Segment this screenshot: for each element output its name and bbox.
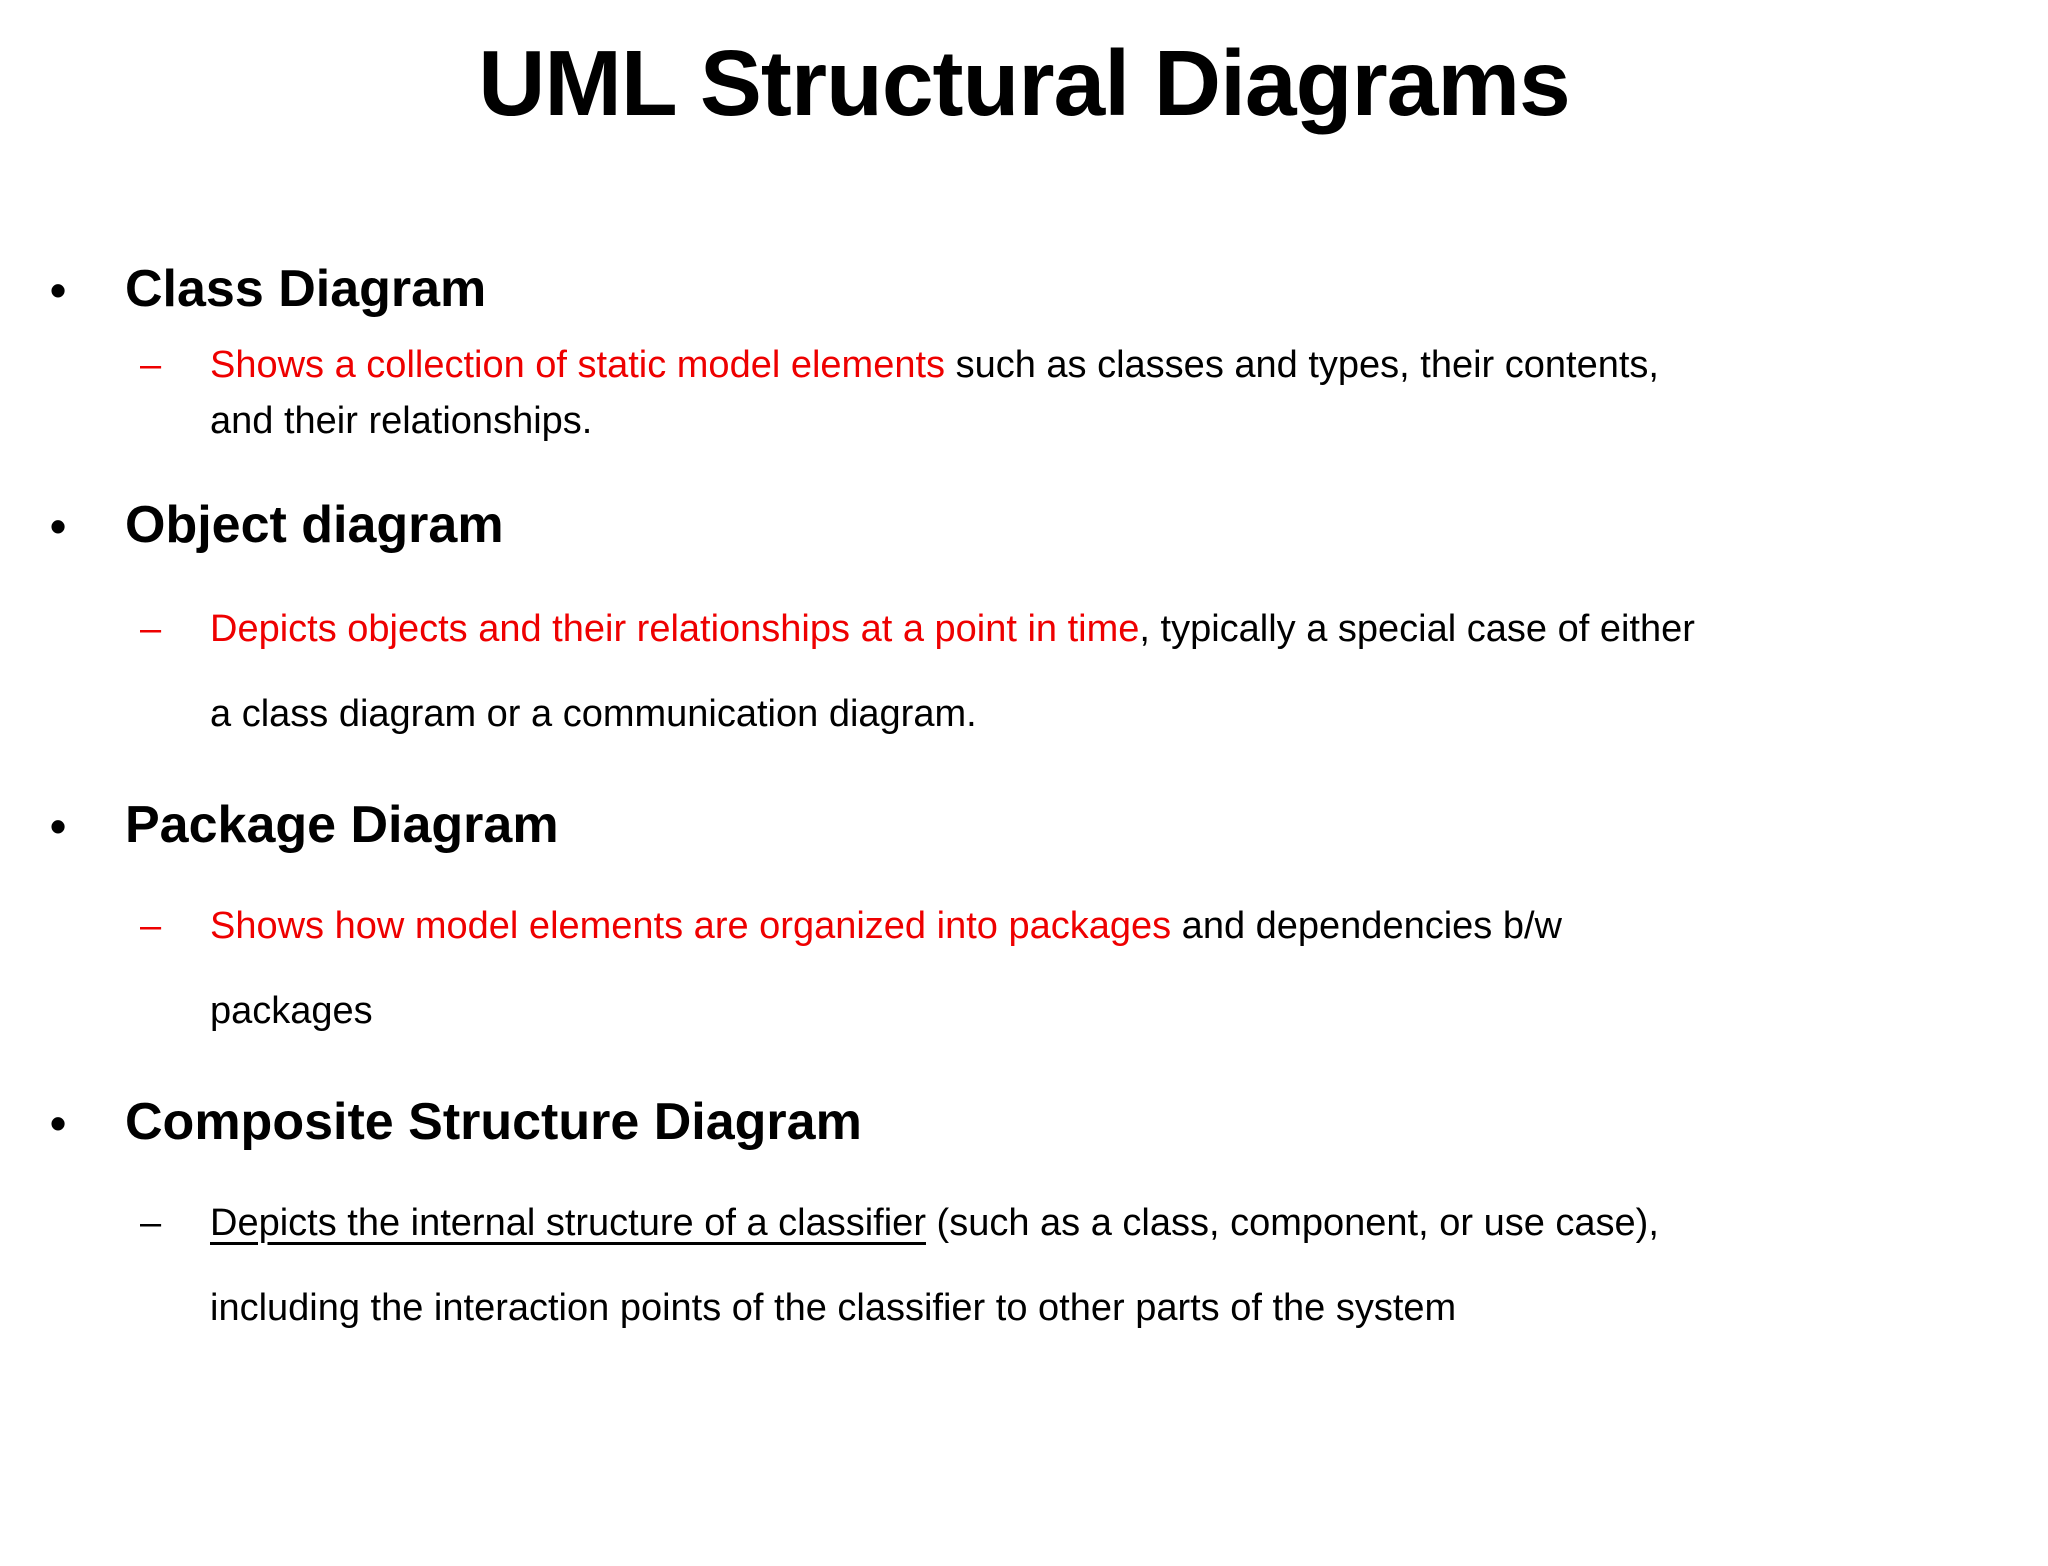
- sub-bullet-text: Shows a collection of static model eleme…: [210, 337, 1659, 449]
- bullet-item-composite-structure-diagram: • Composite Structure Diagram – Depicts …: [0, 1092, 2048, 1351]
- sub-bullet-text: Shows how model elements are organized i…: [210, 884, 1562, 1054]
- bullet-icon: •: [50, 263, 67, 316]
- sub-bullet-text: Depicts the internal structure of a clas…: [210, 1181, 1659, 1351]
- dash-icon: –: [140, 904, 162, 947]
- sub-bullet: – Depicts objects and their relationship…: [0, 587, 2048, 757]
- sub-bullet: – Depicts the internal structure of a cl…: [0, 1181, 2048, 1351]
- underlined-text: Depicts the internal structure of a clas…: [210, 1201, 926, 1244]
- body-text: , typically a special case of either: [1139, 607, 1695, 650]
- sub-bullet: – Shows a collection of static model ele…: [0, 337, 2048, 449]
- dash-icon: –: [140, 607, 162, 650]
- body-text-line2: and their relationships.: [210, 399, 593, 442]
- bullet-heading: Object diagram: [125, 495, 504, 554]
- bullet-heading: Composite Structure Diagram: [125, 1092, 862, 1151]
- body-text-line2: packages: [210, 989, 373, 1032]
- slide-title: UML Structural Diagrams: [478, 31, 1571, 135]
- sub-bullet-text: Depicts objects and their relationships …: [210, 587, 1695, 757]
- body-text: such as classes and types, their content…: [945, 343, 1659, 386]
- highlight-text: Depicts objects and their relationships …: [210, 607, 1140, 650]
- bullet-heading-row: • Object diagram: [0, 495, 2048, 556]
- highlight-text: Shows how model elements are organized i…: [210, 904, 1172, 947]
- body-text: and dependencies b/w: [1171, 904, 1562, 947]
- sub-bullet: – Shows how model elements are organized…: [0, 884, 2048, 1054]
- dash-icon: –: [140, 343, 162, 386]
- highlight-text: Shows a collection of static model eleme…: [210, 343, 946, 386]
- bullet-heading-row: • Package Diagram: [0, 795, 2048, 856]
- bullet-icon: •: [50, 1096, 67, 1149]
- bullet-item-object-diagram: • Object diagram – Depicts objects and t…: [0, 495, 2048, 757]
- bullet-heading: Package Diagram: [125, 795, 559, 854]
- body-text: (such as a class, component, or use case…: [925, 1201, 1659, 1244]
- body-text-line2: a class diagram or a communication diagr…: [210, 692, 977, 735]
- body-text-line2: including the interaction points of the …: [210, 1286, 1457, 1329]
- bullet-heading: Class Diagram: [125, 259, 487, 318]
- bullet-item-class-diagram: • Class Diagram – Shows a collection of …: [0, 259, 2048, 449]
- bullet-heading-row: • Class Diagram: [0, 259, 2048, 320]
- slide: UML Structural Diagrams • Class Diagram …: [0, 30, 2048, 1566]
- bullet-icon: •: [50, 799, 67, 852]
- bullet-list: • Class Diagram – Shows a collection of …: [0, 259, 2048, 1351]
- bullet-heading-row: • Composite Structure Diagram: [0, 1092, 2048, 1153]
- dash-icon: –: [140, 1201, 162, 1244]
- bullet-item-package-diagram: • Package Diagram – Shows how model elem…: [0, 795, 2048, 1054]
- bullet-icon: •: [50, 499, 67, 552]
